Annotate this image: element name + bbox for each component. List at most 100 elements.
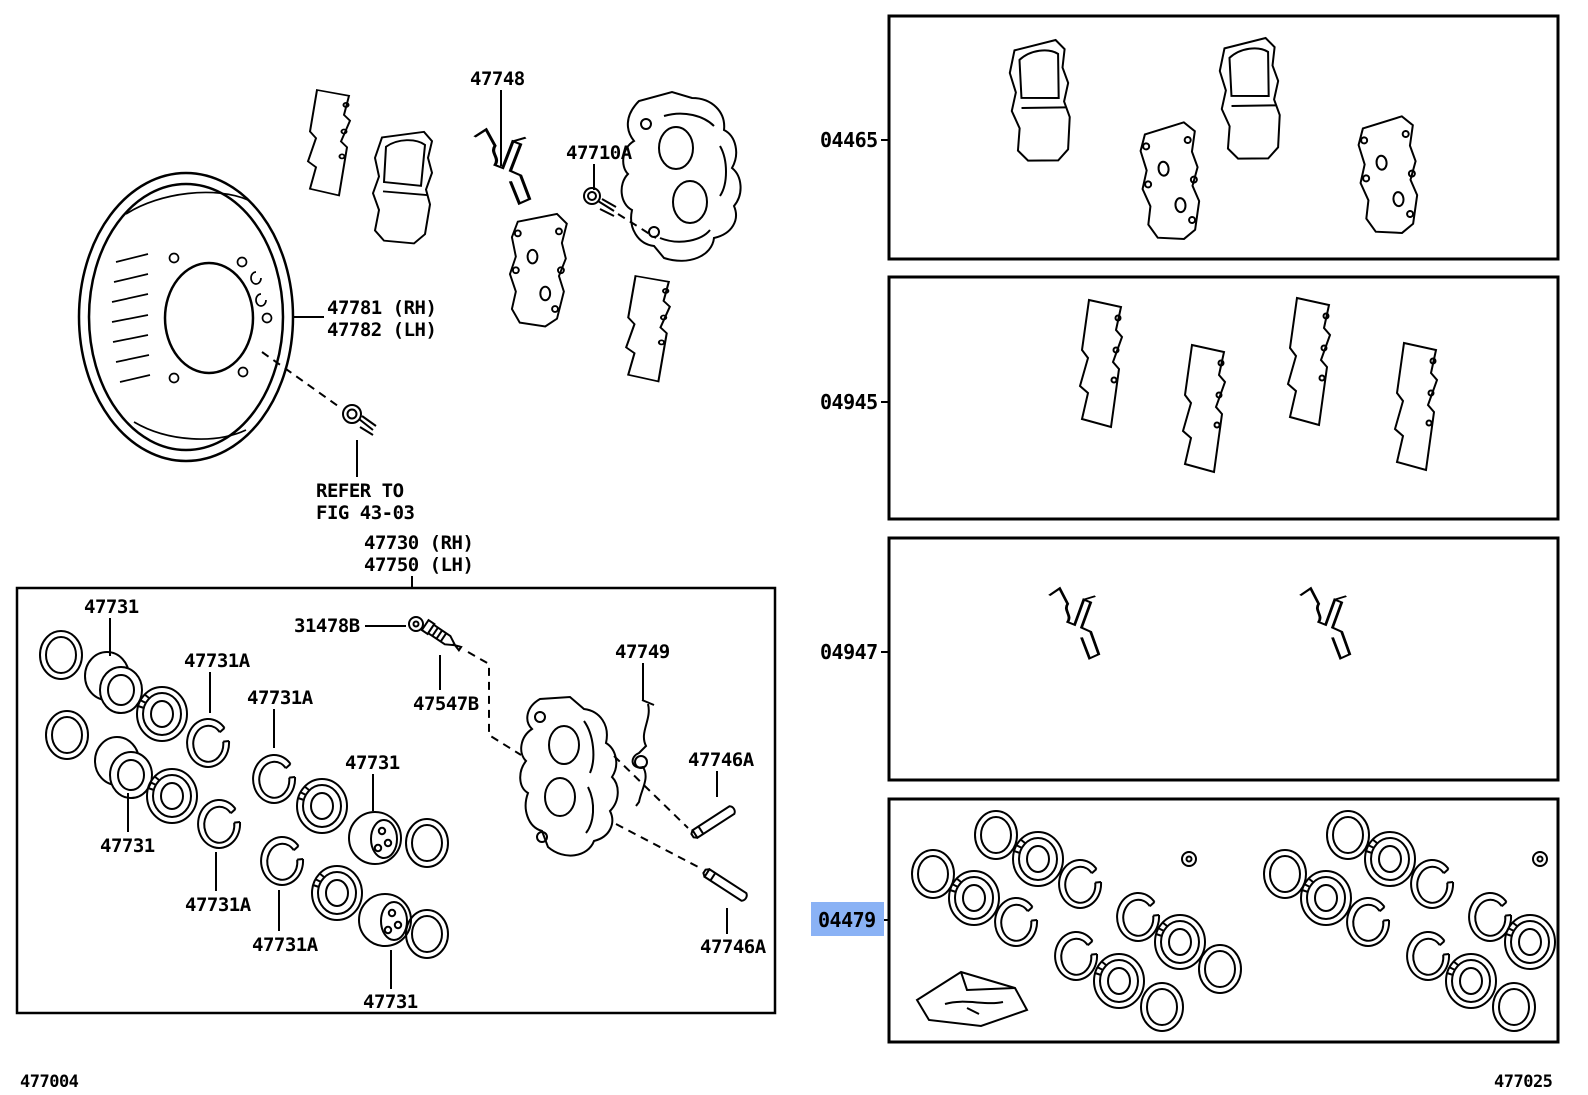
brake-pad-drawing xyxy=(1003,38,1078,166)
callout-47731-4[interactable]: 47731 xyxy=(363,991,418,1013)
bleeder-leader-dashed xyxy=(467,651,522,756)
callout-47782[interactable]: 47782 (LH) xyxy=(327,319,437,341)
seal-ring-drawing xyxy=(974,810,1018,860)
caliper-assembly-drawing xyxy=(620,90,742,262)
cap-drawing xyxy=(1181,851,1197,867)
callout-47731a-2[interactable]: 47731A xyxy=(247,687,314,709)
refer-note-line1: REFER TO xyxy=(316,480,404,502)
snap-ring-drawing xyxy=(186,717,231,768)
pad-support-clip-drawing xyxy=(472,127,532,206)
kit-panel-04465 xyxy=(887,14,1560,261)
piston-seal-drawing xyxy=(136,686,188,742)
pin-leader-dashed xyxy=(613,755,689,829)
piston-drawing xyxy=(348,811,402,865)
brake-pad-back-drawing xyxy=(1135,120,1207,244)
backing-plate-drawing xyxy=(77,171,295,463)
caliper-bolt-drawing xyxy=(583,187,617,217)
piston-drawing xyxy=(84,651,143,714)
piston-boot-ring-drawing xyxy=(405,909,449,959)
seal-ring-drawing xyxy=(1326,810,1370,860)
figure-code-bottom-left: 477004 xyxy=(20,1072,79,1092)
piston-seal-drawing xyxy=(1300,870,1352,926)
caliper-detail-box xyxy=(15,586,777,1015)
kit-panel-04945 xyxy=(887,275,1560,521)
piston-seal-drawing xyxy=(1364,831,1416,887)
pad-shim-drawing xyxy=(625,274,671,383)
piston-boot-ring-drawing xyxy=(405,818,449,868)
piston-seal-drawing xyxy=(1012,831,1064,887)
kit-code-04465[interactable]: 04465 xyxy=(820,128,878,152)
brake-pad-drawing xyxy=(1213,36,1288,164)
callout-31478b[interactable]: 31478B xyxy=(294,615,360,637)
bolt-leader-dashed xyxy=(617,213,657,239)
plate-bolt-drawing xyxy=(342,404,377,436)
piston-seal-drawing xyxy=(948,870,1000,926)
piston-boot-ring-drawing xyxy=(45,710,89,760)
kit-code-04945[interactable]: 04945 xyxy=(820,390,878,414)
piston-drawing xyxy=(358,893,412,947)
piston-seal-drawing xyxy=(1093,953,1145,1009)
snap-ring-drawing xyxy=(1410,858,1455,909)
snap-ring-drawing xyxy=(1054,930,1099,981)
callout-47748[interactable]: 47748 xyxy=(470,68,525,90)
bleeder-plug-drawing xyxy=(420,619,465,655)
kit-panel-04947 xyxy=(887,536,1560,782)
callout-47730[interactable]: 47730 (RH) xyxy=(364,532,474,554)
bleeder-cap-drawing xyxy=(408,616,424,632)
callout-47731-2[interactable]: 47731 xyxy=(100,835,155,857)
kit-code-highlight xyxy=(811,902,884,936)
seal-ring-drawing xyxy=(1140,982,1184,1032)
piston-seal-drawing xyxy=(311,865,363,921)
callout-47731-1[interactable]: 47731 xyxy=(84,596,139,618)
snap-ring-drawing xyxy=(252,753,297,804)
callout-47547b[interactable]: 47547B xyxy=(413,693,479,715)
slide-pin-drawing xyxy=(689,803,738,841)
piston-seal-drawing xyxy=(296,778,348,834)
callout-47731a-4[interactable]: 47731A xyxy=(252,934,319,956)
kit-code-04479[interactable]: 04479 xyxy=(818,908,876,932)
pad-support-clip-drawing xyxy=(1047,586,1101,660)
callout-47746a-lower[interactable]: 47746A xyxy=(700,936,767,958)
callout-47731a-3[interactable]: 47731A xyxy=(185,894,252,916)
snap-ring-drawing xyxy=(197,798,242,849)
snap-ring-drawing xyxy=(1406,930,1451,981)
piston-seal-drawing xyxy=(1445,953,1497,1009)
piston-seal-drawing xyxy=(146,768,198,824)
brake-pad-back-drawing xyxy=(1353,114,1425,238)
grease-packet-drawing xyxy=(915,970,1029,1028)
brake-pad-drawing xyxy=(372,130,433,245)
pad-shim-drawing xyxy=(307,89,351,197)
snap-ring-drawing xyxy=(260,835,305,886)
pad-shim-drawing xyxy=(1287,297,1331,426)
piston-boot-ring-drawing xyxy=(39,630,83,680)
seal-ring-drawing xyxy=(1492,982,1536,1032)
refer-note-line2: FIG 43-03 xyxy=(316,502,415,524)
caliper-body-drawing xyxy=(519,695,619,857)
snap-ring-drawing xyxy=(1468,891,1513,942)
brake-pad-back-drawing xyxy=(508,212,568,328)
callout-47731a-1[interactable]: 47731A xyxy=(184,650,251,672)
snap-ring-drawing xyxy=(994,896,1039,947)
callout-47749[interactable]: 47749 xyxy=(615,641,670,663)
piston-drawing xyxy=(94,736,153,799)
callout-47750[interactable]: 47750 (LH) xyxy=(364,554,474,576)
cap-drawing xyxy=(1532,851,1548,867)
callout-47746a-upper[interactable]: 47746A xyxy=(688,749,755,771)
seal-ring-drawing xyxy=(1198,944,1242,994)
pin-leader-dashed xyxy=(615,823,703,870)
snap-ring-drawing xyxy=(1346,896,1391,947)
snap-ring-drawing xyxy=(1058,858,1103,909)
seal-ring-drawing xyxy=(911,849,955,899)
figure-code-bottom-right: 477025 xyxy=(1494,1072,1553,1092)
callout-47781[interactable]: 47781 (RH) xyxy=(327,297,437,319)
pad-shim-drawing xyxy=(1079,299,1123,428)
kit-code-04947[interactable]: 04947 xyxy=(820,640,878,664)
callout-47710a[interactable]: 47710A xyxy=(566,142,633,164)
pad-shim-drawing xyxy=(1394,342,1438,471)
callout-47731-3[interactable]: 47731 xyxy=(345,752,400,774)
pad-shim-drawing xyxy=(1182,344,1226,473)
piston-seal-drawing xyxy=(1504,914,1556,970)
snap-ring-drawing xyxy=(1116,891,1161,942)
anti-rattle-spring-drawing xyxy=(631,699,655,807)
